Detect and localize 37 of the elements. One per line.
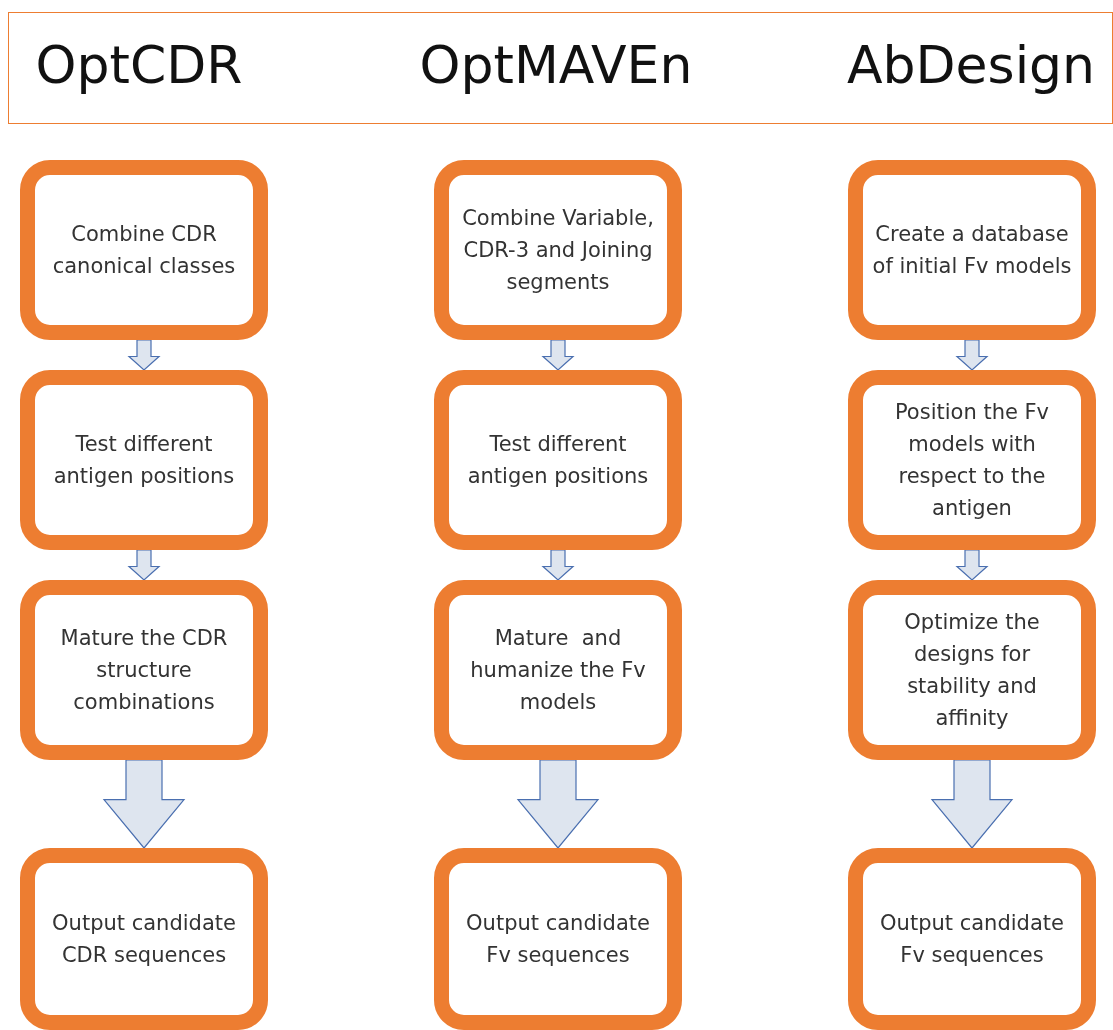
process-box <box>848 160 1096 340</box>
process-box <box>20 580 268 760</box>
block-arrow <box>541 339 575 371</box>
process-box <box>20 160 268 340</box>
step-text: Output candidate CDR sequences <box>51 910 237 969</box>
header-panel <box>8 12 1113 124</box>
block-arrow <box>541 549 575 581</box>
step-text: Mature the CDR structure combinations <box>59 625 229 716</box>
block-arrow <box>127 339 161 371</box>
column-title: OptCDR <box>35 35 243 95</box>
step-text: Combine Variable, CDR-3 and Joining segments <box>461 205 655 296</box>
step-text: Create a database of initial Fv models <box>871 221 1073 280</box>
step-text: Test different antigen positions <box>52 431 236 490</box>
step-text: Test different antigen positions <box>466 431 650 490</box>
step-text: Combine CDR canonical classes <box>51 221 237 280</box>
process-box <box>434 580 682 760</box>
block-arrow <box>955 549 989 581</box>
block-arrow <box>516 759 600 849</box>
block-arrow <box>930 759 1014 849</box>
process-box <box>434 848 682 1030</box>
step-text: Mature and humanize the Fv models <box>469 625 647 716</box>
process-box <box>20 848 268 1030</box>
block-arrow <box>955 339 989 371</box>
step-text: Output candidate Fv sequences <box>879 910 1065 969</box>
process-box <box>848 580 1096 760</box>
process-box <box>20 370 268 550</box>
column-title: OptMAVEn <box>419 35 693 95</box>
process-box <box>848 370 1096 550</box>
block-arrow <box>127 549 161 581</box>
process-box <box>434 370 682 550</box>
step-text: Position the Fv models with respect to the antigen <box>893 399 1051 522</box>
step-text: Output candidate Fv sequences <box>465 910 651 969</box>
column-title: AbDesign <box>846 35 1096 95</box>
step-text: Optimize the designs for stability and affinity <box>903 609 1041 732</box>
block-arrow <box>102 759 186 849</box>
process-box <box>848 848 1096 1030</box>
process-box <box>434 160 682 340</box>
